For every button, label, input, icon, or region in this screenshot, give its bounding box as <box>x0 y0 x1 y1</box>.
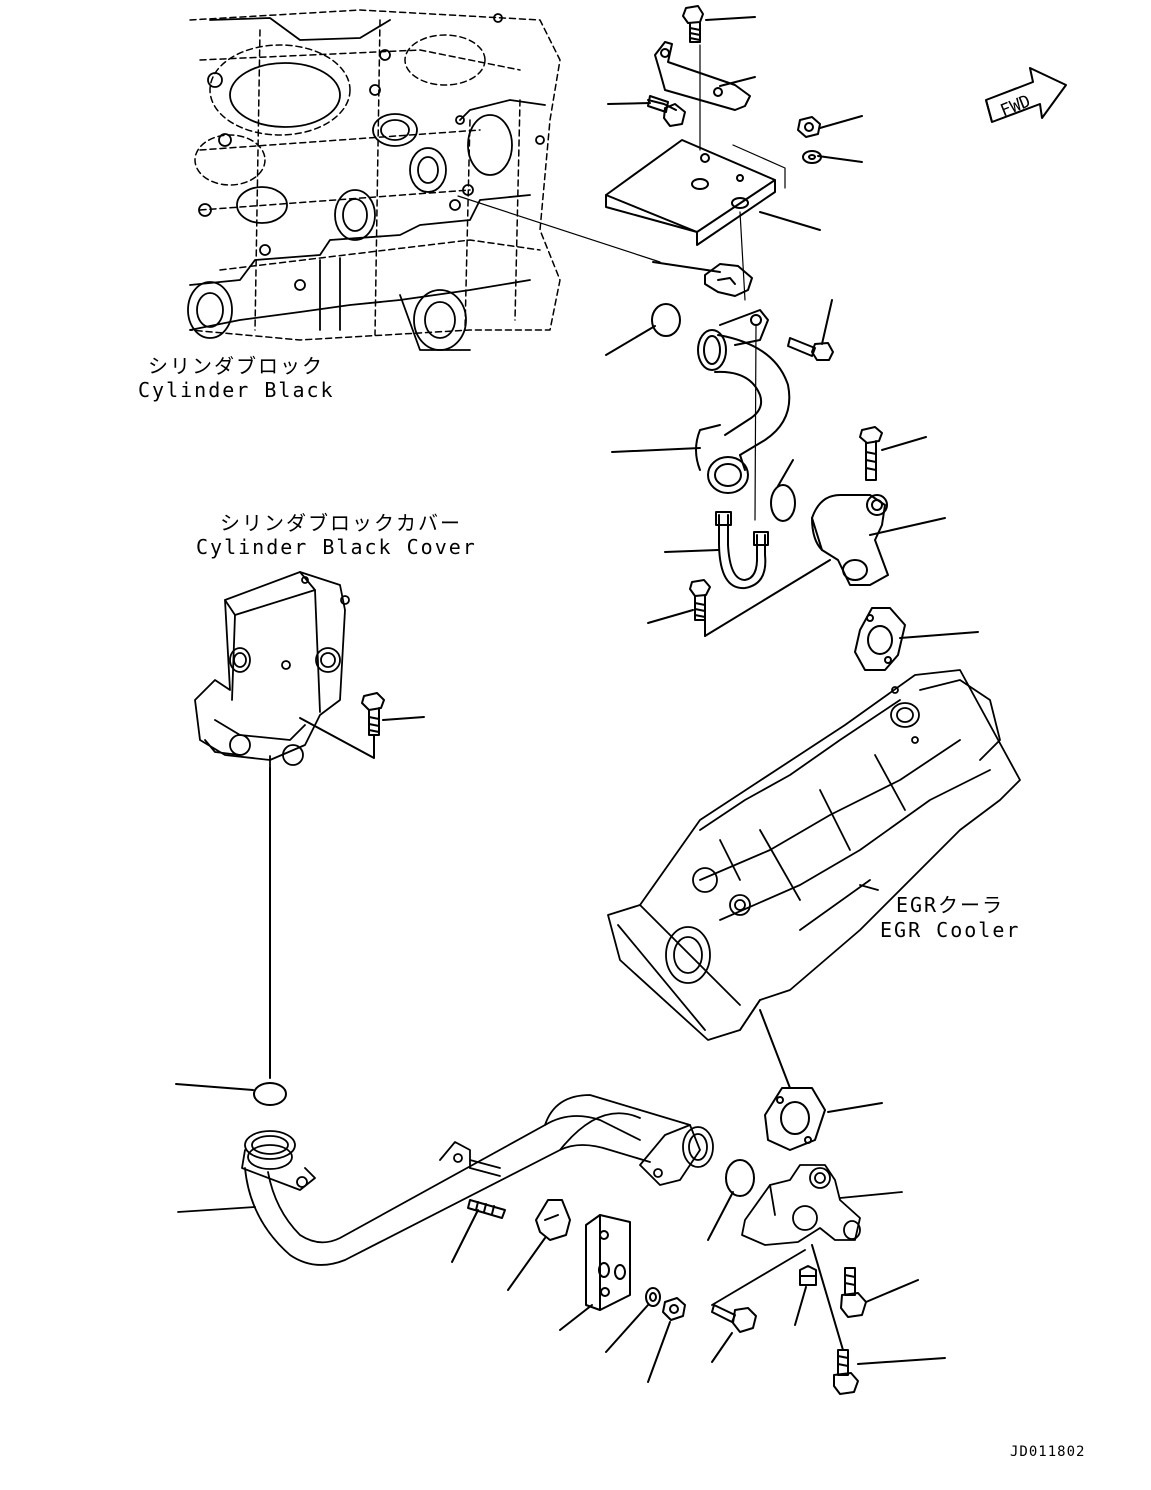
plug-small <box>795 1266 816 1325</box>
oring-right <box>771 460 795 521</box>
oring-lower-right <box>708 1160 754 1240</box>
cylinder-block-cover <box>195 572 349 770</box>
upper-hose <box>612 310 789 493</box>
nut-small <box>798 116 862 137</box>
egr-cooler-label-en: EGR Cooler <box>880 918 1021 942</box>
bracket-plate <box>606 140 820 245</box>
cylinder-block-label-en: Cylinder Black <box>138 378 335 402</box>
cylinder-block-drawing <box>190 10 560 340</box>
elbow-fitting <box>812 495 945 585</box>
oring-lower-left <box>176 1083 286 1105</box>
cylinder-block-solid <box>188 14 545 350</box>
elbow-bolt <box>860 427 926 480</box>
drawing-code: JD011802 <box>1010 1444 1086 1460</box>
stud-lower <box>452 1200 505 1262</box>
bolt-u-tube <box>648 560 830 636</box>
bolt-cover <box>300 693 424 758</box>
plate-lower <box>560 1215 630 1330</box>
cylinder-block-cover-label-en: Cylinder Black Cover <box>196 535 477 559</box>
bolt-left <box>608 96 685 126</box>
reference-lines <box>458 45 785 520</box>
nut-lower <box>648 1298 685 1382</box>
egr-cooler <box>608 670 1020 1040</box>
shim-piece <box>653 262 752 296</box>
bolt-lower-right <box>841 1268 918 1317</box>
lower-elbow-fitting <box>712 1165 902 1305</box>
cylinder-block-cover-label-jp: シリンダブロックカバー <box>220 511 462 535</box>
bolt-lower-bottom <box>812 1245 945 1394</box>
shim-lower <box>508 1200 570 1290</box>
cylinder-block-label-jp: シリンダブロック <box>148 354 324 378</box>
lower-water-pipe <box>178 1095 713 1265</box>
egr-outlet-gasket <box>760 1010 882 1150</box>
u-tube <box>665 512 768 588</box>
forward-direction-arrow-icon: FWD <box>985 67 1067 123</box>
bolt-lower-mid <box>712 1305 756 1362</box>
top-bolt <box>683 6 755 42</box>
bracket-strap <box>655 42 755 110</box>
washer-small <box>803 151 862 163</box>
washer-lower <box>606 1288 660 1352</box>
bolt-hose <box>788 300 833 360</box>
oring-upper-left <box>606 304 680 355</box>
egr-cooler-label-jp: EGRクーラ <box>895 893 1005 917</box>
gasket-elbow <box>855 608 978 670</box>
